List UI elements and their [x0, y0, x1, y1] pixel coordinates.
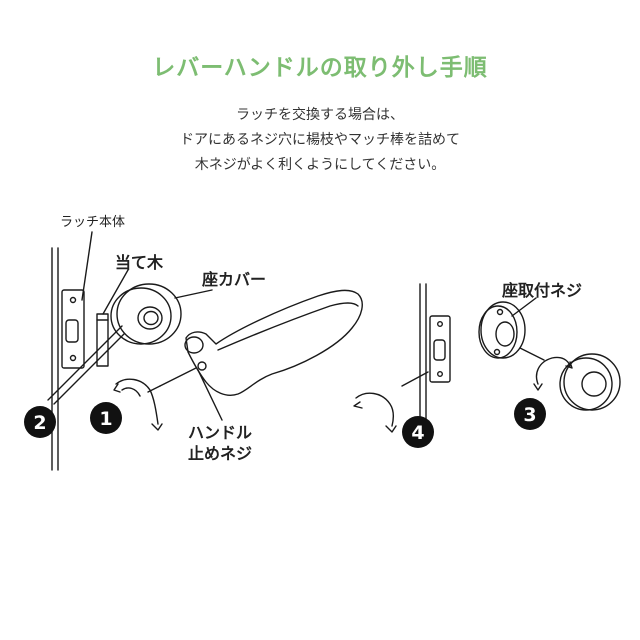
- seat-cover-right: [559, 353, 621, 411]
- wood-block: [96, 313, 109, 367]
- step-badge-4: 4: [402, 416, 434, 448]
- step-number: 4: [411, 422, 424, 444]
- door-edge-right: [419, 283, 427, 441]
- page-title: レバーハンドルの取り外し手順: [152, 55, 488, 81]
- screwdriver-4: [353, 371, 429, 433]
- step-number: 3: [523, 404, 536, 426]
- screwdriver-1: [113, 367, 197, 431]
- latch-plate-right: [429, 315, 451, 383]
- lever-handle: [184, 289, 363, 396]
- screwdriver-3: [519, 347, 573, 391]
- seat-cover-left: [110, 283, 182, 345]
- label-handle-screw-line2: 止めネジ: [188, 444, 252, 463]
- latch-plate-left: [61, 289, 85, 369]
- label-handle-screw-line1: ハンドル: [188, 423, 252, 442]
- label-seat-cover: 座カバー: [201, 270, 266, 289]
- seat-plate: [478, 301, 526, 359]
- instruction-line: ラッチを交換する場合は、: [236, 107, 404, 123]
- label-latch-body: ラッチ本体: [60, 215, 125, 230]
- step-badge-1: 1: [90, 402, 122, 434]
- step-number: 2: [33, 412, 46, 434]
- label-seat-screw: 座取付ネジ: [501, 281, 582, 300]
- instruction-line: 木ネジがよく利くようにしてください。: [194, 157, 446, 173]
- step-number: 1: [99, 408, 112, 430]
- step-badge-3: 3: [514, 398, 546, 430]
- instruction-text: ラッチを交換する場合は、 ドアにあるネジ穴に楊枝やマッチ棒を詰めて 木ネジがよく…: [0, 103, 640, 178]
- step-badge-2: 2: [24, 406, 56, 438]
- door-edge-left: [51, 247, 59, 471]
- label-wood-block: 当て木: [115, 253, 164, 272]
- instruction-line: ドアにあるネジ穴に楊枝やマッチ棒を詰めて: [180, 132, 460, 148]
